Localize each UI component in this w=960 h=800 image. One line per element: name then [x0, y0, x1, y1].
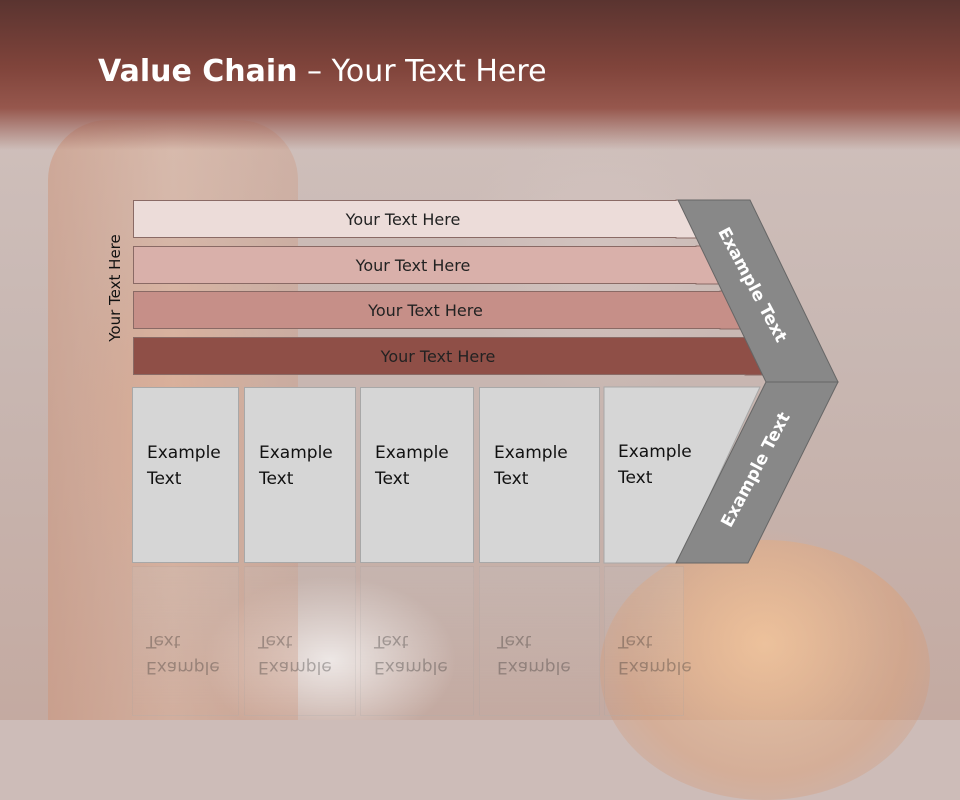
box-text-line2: Text [147, 469, 182, 489]
bar-label: Your Text Here [368, 300, 483, 320]
bar-edge-cover-3 [719, 292, 722, 328]
box-text-line2: Text [494, 469, 529, 489]
bar-edge-cover-4 [744, 338, 747, 374]
reflection-text-2: Example Text [258, 628, 332, 680]
reflection-line1: Example [258, 657, 332, 677]
title-rest: – Your Text Here [297, 54, 547, 89]
bar-label: Your Text Here [345, 209, 461, 229]
reflection-text-5: Example Text [618, 628, 692, 680]
reflection-line1: Example [618, 657, 692, 677]
reflection-box-1 [132, 566, 239, 716]
reflection-line1: Example [497, 657, 571, 677]
slide-title[interactable]: Value Chain – Your Text Here [98, 54, 547, 89]
reflection-line2: Text [374, 631, 409, 651]
box-text-line1: Example [618, 442, 692, 462]
bar-edge-cover-1 [675, 201, 678, 237]
support-bar-1[interactable]: Your Text Here [133, 200, 693, 238]
title-bold: Value Chain [98, 54, 298, 89]
activity-box-4[interactable]: Example Text [479, 387, 600, 563]
activity-box-3[interactable]: Example Text [360, 387, 474, 563]
reflection-line2: Text [497, 631, 532, 651]
activity-box-5[interactable]: Example Text [604, 387, 704, 563]
reflection-box-2 [244, 566, 356, 716]
reflection-text-1: Example Text [146, 628, 220, 680]
reflection-box-3 [360, 566, 474, 716]
activity-box-2[interactable]: Example Text [244, 387, 356, 563]
reflection-text-3: Example Text [374, 628, 448, 680]
reflection-box-4 [479, 566, 600, 716]
reflection: Example Text Example Text Example Text Exam… [0, 566, 960, 720]
support-bar-3[interactable]: Your Text Here [133, 291, 738, 329]
reflection-box-5 [604, 566, 684, 716]
box-text-line1: Example [375, 443, 449, 463]
bar-label: Your Text Here [380, 346, 496, 366]
box-text-line1: Example [494, 443, 568, 463]
reflection-line2: Text [618, 631, 653, 651]
reflection-line2: Text [258, 631, 293, 651]
margin-chevron[interactable] [0, 0, 960, 720]
support-bar-4[interactable]: Your Text Here [133, 337, 763, 375]
box-text-line2: Text [375, 469, 410, 489]
reflection-line2: Text [146, 631, 181, 651]
bar-label: Your Text Here [355, 255, 471, 275]
chevron-lower [675, 381, 839, 564]
support-bar-2[interactable]: Your Text Here [133, 246, 713, 284]
activity-box-1[interactable]: Example Text [132, 387, 239, 563]
box-text-line1: Example [147, 443, 221, 463]
reflection-line1: Example [374, 657, 448, 677]
title-banner [0, 0, 960, 150]
box-text-line2: Text [259, 469, 294, 489]
reflection-text-4: Example Text [497, 628, 571, 680]
bar-edge-cover-2 [695, 247, 698, 283]
reflection-line1: Example [146, 657, 220, 677]
box-text-line1: Example [259, 443, 333, 463]
box-text-line2: Text [618, 468, 653, 488]
